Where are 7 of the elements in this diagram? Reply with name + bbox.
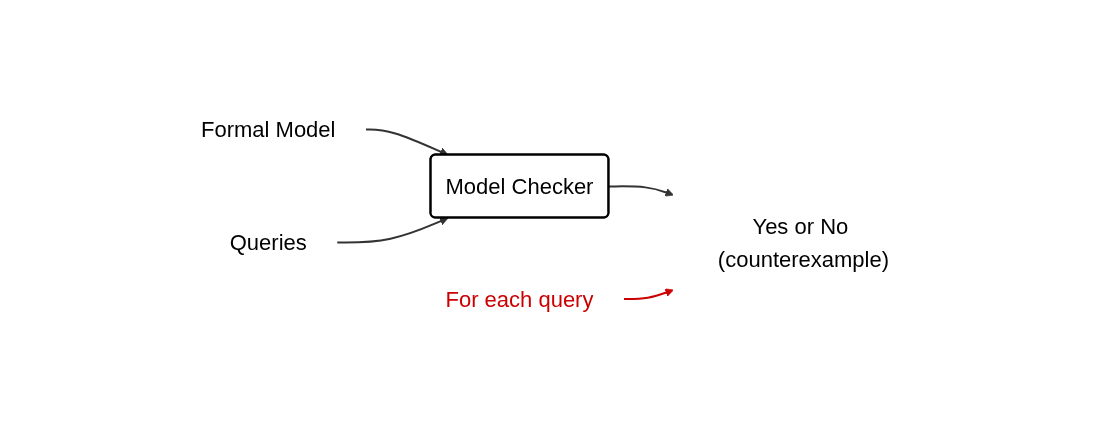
arrow [622,288,674,300]
arrow [364,128,449,156]
node-text: Formal Model [200,116,336,142]
node-text: Queries [229,229,307,255]
arrow [335,216,449,244]
node-text: Yes or No (counterexample) [717,213,889,272]
node-text: For each query [445,286,594,312]
